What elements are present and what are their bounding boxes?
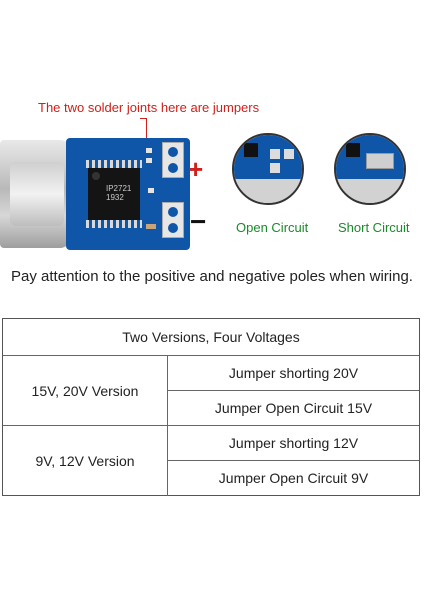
open-pad-right <box>284 149 294 159</box>
positive-pole-symbol: + <box>188 154 204 184</box>
smd-part <box>148 188 154 193</box>
chip-pins-top <box>86 160 142 168</box>
open-circuit-caption: Open Circuit <box>236 220 309 235</box>
table-row: Jumper Open Circuit 15V <box>214 400 373 416</box>
jumper-pad-b <box>146 158 152 163</box>
zoom-connector <box>234 179 302 203</box>
open-pad-lower <box>270 163 280 173</box>
chip-marking-line1: IP2721 <box>106 184 132 193</box>
callout-pointer-tick <box>140 118 147 119</box>
voltage-table: Two Versions, Four Voltages 15V, 20V Ver… <box>2 318 420 496</box>
open-pad-left <box>270 149 280 159</box>
table-header: Two Versions, Four Voltages <box>122 329 300 345</box>
shorted-jumper <box>366 153 394 169</box>
short-circuit-zoom <box>334 133 406 205</box>
positive-terminal-pad <box>162 142 184 178</box>
ic-chip: IP2721 1932 <box>88 168 140 220</box>
table-row: Jumper shorting 20V <box>228 365 359 381</box>
chip-marker-dot <box>92 172 100 180</box>
wiring-note: Pay attention to the positive and negati… <box>11 268 413 285</box>
jumper-pad-a <box>146 148 152 153</box>
short-circuit-caption: Short Circuit <box>338 220 410 235</box>
callout-pointer-line <box>146 118 147 148</box>
version-label-15-20: 15V, 20V Version <box>31 383 139 399</box>
chip-marking-line2: 1932 <box>106 193 124 202</box>
version-label-9-12: 9V, 12V Version <box>35 453 135 469</box>
chip-marking: IP2721 1932 <box>106 184 131 202</box>
smd-resistor <box>146 224 156 229</box>
negative-terminal-pad <box>162 202 184 238</box>
usb-c-shell <box>10 162 64 226</box>
table-row: Jumper shorting 12V <box>228 435 359 451</box>
table-row: Jumper Open Circuit 9V <box>218 470 369 486</box>
zoom-chip <box>346 143 360 157</box>
negative-pole-symbol: − <box>190 206 207 237</box>
usb-c-connector <box>0 140 70 248</box>
zoom-chip <box>244 143 258 157</box>
zoom-connector <box>336 179 404 203</box>
open-circuit-zoom <box>232 133 304 205</box>
jumper-callout-text: The two solder joints here are jumpers <box>38 100 260 115</box>
chip-pins-bottom <box>86 220 142 228</box>
